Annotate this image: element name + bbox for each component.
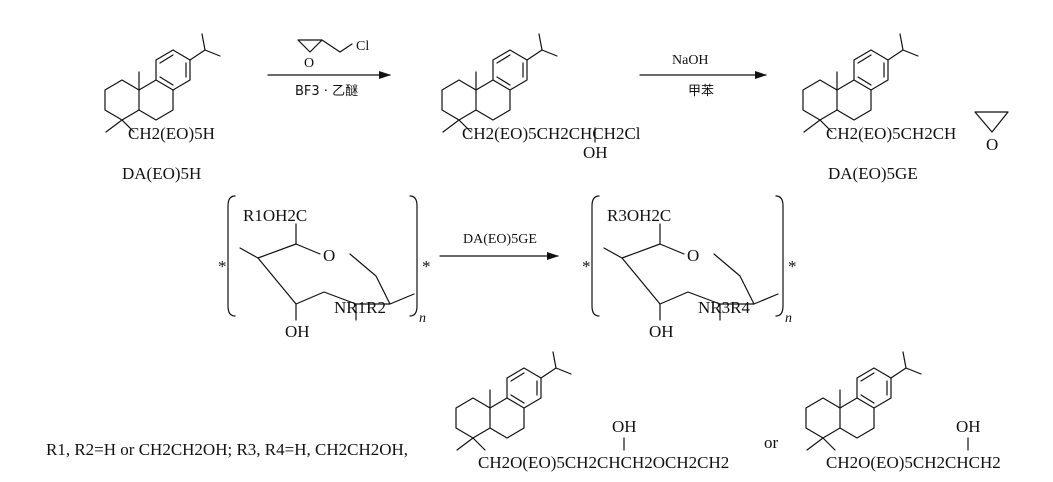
s3-name: DA(EO)5GE [828, 164, 918, 183]
naoh-label: NaOH [672, 53, 709, 68]
substituent-option-1: CH2O(EO)5CH2CHCH2OCH2CH2 OH [455, 351, 729, 472]
s2-label: CH2(EO)5CH2CHCH2Cl [462, 124, 641, 143]
left-star: * [218, 257, 227, 276]
c2-amino: NR1R2 [334, 298, 386, 317]
s1-label: CH2(EO)5H [128, 124, 215, 143]
reaction-arrow-3: DA(EO)5GE [439, 232, 559, 260]
modified-chitosan-product: * * R3OH2C O OH NR3R4 n [582, 195, 797, 341]
substituent-option-2: CH2O(EO)5CH2CHCH2 OH [805, 351, 1001, 472]
sub2-chain: CH2O(EO)5CH2CHCH2 [826, 453, 1001, 472]
c3-oh-product: OH [649, 322, 674, 341]
s3-epoxide-o: O [986, 135, 998, 154]
c6-substituent: R1OH2C [243, 206, 307, 225]
toluene-label: 甲苯 [688, 84, 714, 99]
right-star: * [422, 257, 431, 276]
chlorohydrin-intermediate: CH2(EO)5CH2CHCH2Cl OH [441, 33, 641, 162]
glycidyl-ether-product: CH2(EO)5CH2CH O DA(EO)5GE [802, 33, 1009, 183]
epichlorohydrin-o: O [304, 56, 314, 71]
ring-oxygen: O [323, 246, 335, 265]
substituent-definition: R1, R2=H or CH2CH2OH; R3, R4=H, CH2CH2OH… [46, 440, 408, 459]
reagent-da-eo5-ge: DA(EO)5GE [463, 232, 537, 247]
c3-oh: OH [285, 322, 310, 341]
repeat-n: n [419, 311, 426, 326]
condition-bf3-ether: BF3 · 乙醚 [295, 84, 358, 99]
ring-oxygen-product: O [687, 246, 699, 265]
sub1-chain: CH2O(EO)5CH2CHCH2OCH2CH2 [478, 453, 729, 472]
c6-substituent-product: R3OH2C [607, 206, 671, 225]
sub2-oh: OH [956, 417, 981, 436]
s2-oh: OH [583, 143, 608, 162]
sub1-oh: OH [612, 417, 637, 436]
reaction-arrow-2: NaOH 甲苯 [639, 53, 767, 99]
right-star-product: * [788, 257, 797, 276]
epichlorohydrin-cl: Cl [356, 39, 369, 54]
s1-name: DA(EO)5H [122, 164, 201, 183]
dehydroabietyl-peg-alcohol: CH2(EO)5H DA(EO)5H [104, 33, 221, 183]
s3-label: CH2(EO)5CH2CH [826, 124, 956, 143]
left-star-product: * [582, 257, 591, 276]
c2-amino-product: NR3R4 [698, 298, 750, 317]
chitosan-unit-reactant: * * R1OH2C O OH NR1R2 n [218, 195, 431, 341]
or-text: or [764, 433, 779, 452]
reaction-arrow-1: Cl O BF3 · 乙醚 [267, 39, 391, 99]
repeat-n-product: n [785, 311, 792, 326]
